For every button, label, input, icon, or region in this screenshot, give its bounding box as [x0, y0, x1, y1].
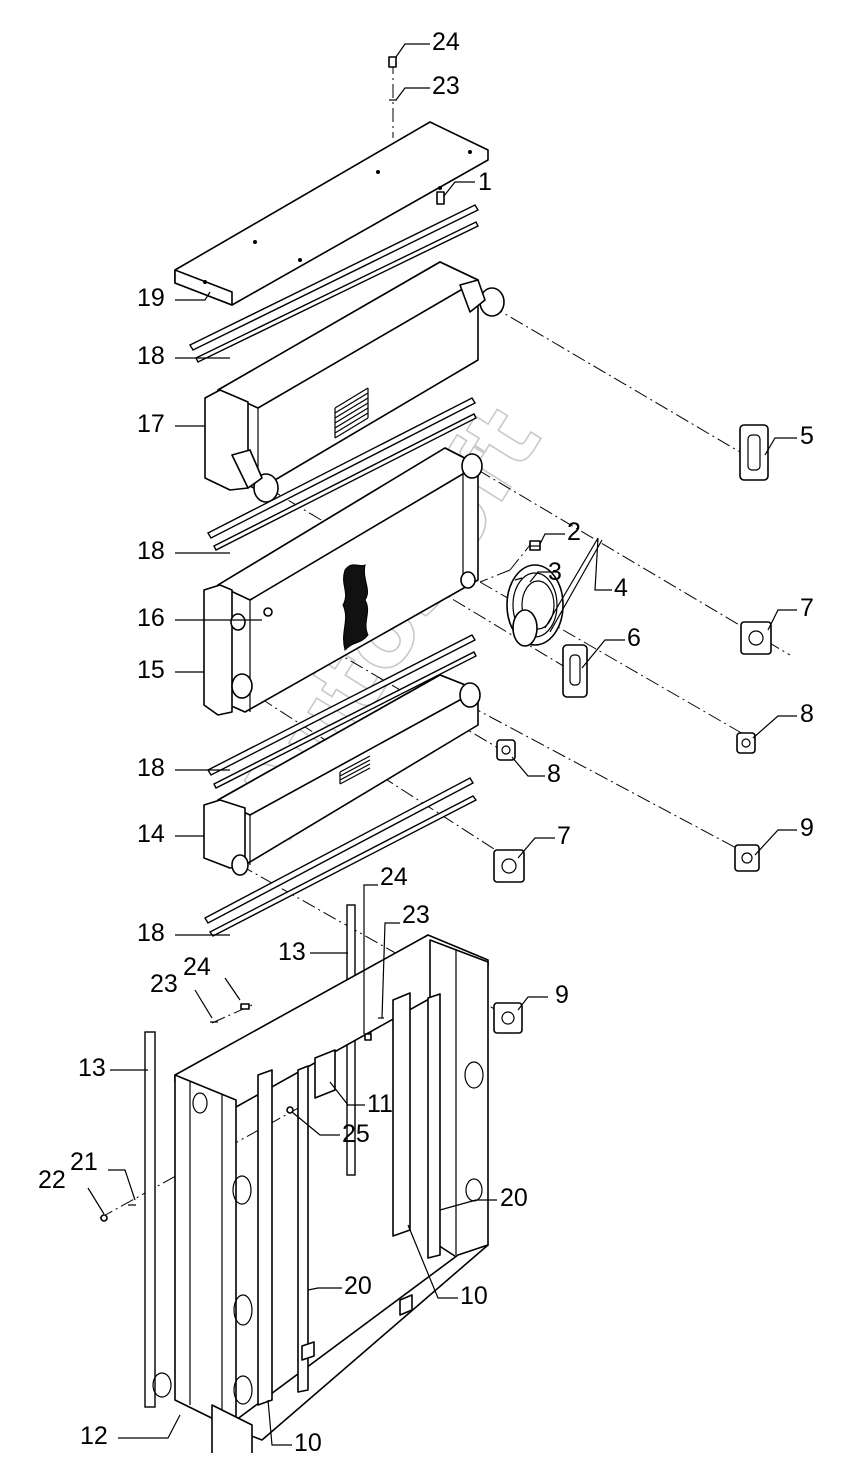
grommet-8-center: [496, 739, 516, 761]
callout-7-center: 7: [557, 822, 571, 850]
fitting-16: [263, 607, 273, 617]
callout-11: 11: [367, 1090, 393, 1118]
frame: [152, 934, 489, 1458]
grommet-7-center: [493, 849, 525, 883]
callout-14: 14: [137, 820, 165, 848]
callout-18-fourth: 18: [137, 919, 165, 947]
grommet-8-right: [736, 732, 756, 754]
callout-10-bottom: 10: [294, 1429, 322, 1453]
callout-10-right: 10: [460, 1282, 488, 1310]
grommet-9-right: [734, 844, 760, 872]
seal-strips-3: [207, 634, 477, 789]
callout-7-right: 7: [800, 594, 814, 622]
callout-3: 3: [548, 558, 562, 586]
callout-1: 1: [478, 168, 492, 196]
callout-19: 19: [137, 284, 165, 312]
callout-13-lower: 13: [78, 1054, 106, 1082]
callout-24-top: 24: [432, 28, 460, 56]
callout-4: 4: [614, 574, 628, 602]
grommet-5: [739, 424, 769, 481]
callout-13-upper: 13: [278, 938, 306, 966]
callout-23-left: 23: [150, 970, 178, 998]
callout-24-mid: 24: [380, 863, 408, 891]
callout-9-lower: 9: [555, 981, 569, 1009]
callout-2: 2: [567, 518, 581, 546]
callout-16: 16: [137, 604, 165, 632]
callout-8-right: 8: [800, 700, 814, 728]
grommet-9-lower: [493, 1002, 523, 1034]
frame-fasteners: [100, 1003, 384, 1222]
seal-strips-1: [189, 204, 479, 363]
callout-23-top: 23: [432, 72, 460, 100]
callout-8-center: 8: [547, 760, 561, 788]
vent-grille: [334, 387, 369, 439]
bolt-washer-top: [388, 56, 397, 101]
callout-18-second: 18: [137, 537, 165, 565]
seal-strips-2: [207, 397, 477, 551]
callout-20-center: 20: [344, 1272, 372, 1300]
lower-vent-grille: [339, 755, 371, 785]
radiator: [203, 447, 483, 716]
callout-18-first: 18: [137, 342, 165, 370]
leader-lines: [87, 43, 797, 1446]
callout-24-left: 24: [183, 953, 211, 981]
grommet-7-right: [740, 621, 772, 655]
top-cover-plate: [174, 121, 489, 306]
callout-22: 22: [38, 1166, 66, 1194]
fitting-2: [529, 540, 541, 551]
callout-5: 5: [800, 422, 814, 450]
callout-17: 17: [137, 410, 165, 438]
callout-12: 12: [80, 1422, 108, 1450]
callout-18-third: 18: [137, 754, 165, 782]
callout-9-right: 9: [800, 814, 814, 842]
callout-25: 25: [342, 1120, 370, 1148]
callout-20-right: 20: [500, 1184, 528, 1212]
callout-23-mid: 23: [402, 901, 430, 929]
callout-labels: 24 23 1 19 18 17 5 2 3 4 18 7 16 6 15 8 …: [38, 28, 814, 1457]
lower-cooler: [203, 674, 481, 876]
callout-15: 15: [137, 656, 165, 684]
grommet-6: [562, 644, 588, 698]
fitting-1: [436, 191, 445, 205]
callout-21: 21: [70, 1148, 98, 1176]
hose-coil: [506, 537, 603, 647]
upper-cooler: [204, 261, 505, 503]
seal-strips-4: [204, 777, 478, 937]
callout-6: 6: [627, 624, 641, 652]
